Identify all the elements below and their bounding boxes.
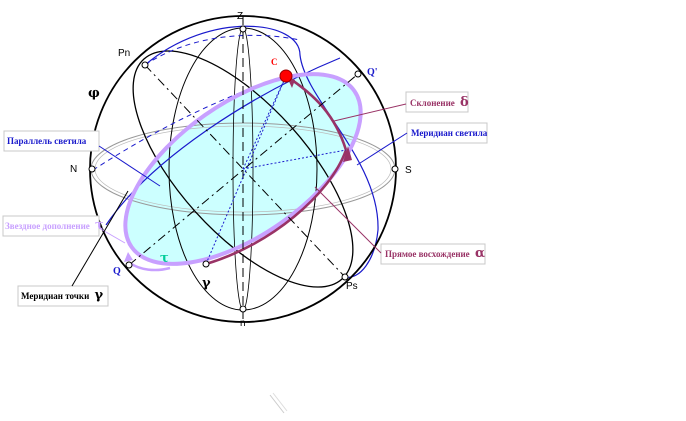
declination-label: Склонение δ bbox=[410, 95, 469, 110]
nadir-point bbox=[239, 305, 247, 313]
label-north: N bbox=[70, 164, 77, 175]
point-meridian-label: Меридиан точки γ bbox=[21, 288, 104, 303]
right-ascension-callout-box bbox=[380, 243, 486, 265]
pole-north-point bbox=[141, 61, 149, 69]
zenith-point bbox=[239, 25, 247, 33]
star-parallel-pointer bbox=[98, 145, 161, 187]
shaa-pointer bbox=[98, 227, 126, 244]
label-equator-right: Q' bbox=[367, 67, 378, 78]
star-meridian-arc bbox=[144, 25, 379, 278]
label-star: C bbox=[271, 57, 278, 67]
right-ascension-arc bbox=[205, 149, 348, 266]
hour-angle-arc bbox=[129, 261, 171, 272]
center-to-star-line bbox=[242, 75, 287, 170]
star-dot bbox=[279, 69, 293, 83]
declination-arrowhead bbox=[343, 146, 352, 162]
declination-arc bbox=[285, 74, 348, 151]
point-meridian-callout-box bbox=[17, 285, 109, 307]
declination-callout-box bbox=[405, 91, 469, 113]
center-to-meridian-line bbox=[242, 149, 347, 170]
equator-diameter bbox=[128, 73, 359, 266]
label-zenith: Z bbox=[237, 11, 243, 22]
right-ascension-pointer bbox=[314, 186, 382, 254]
label-pole-south: Ps bbox=[346, 281, 358, 292]
label-nadir: n bbox=[240, 318, 246, 329]
celestial-meridian-circle bbox=[132, 50, 354, 288]
label-pole-north: Pn bbox=[118, 48, 130, 59]
shaa-callout-box bbox=[2, 215, 100, 237]
label-gamma: γ bbox=[202, 276, 211, 291]
south-point bbox=[391, 165, 399, 173]
right-ascension-label: Прямое восхождение α bbox=[385, 246, 485, 261]
hour-angle-arrowhead bbox=[124, 252, 133, 262]
stray-mark-2 bbox=[272, 392, 288, 412]
label-hour-angle: τ bbox=[160, 251, 169, 266]
star-meridian-pointer bbox=[356, 132, 408, 166]
world-axis bbox=[144, 64, 346, 278]
star-parallel-callout-box bbox=[3, 130, 100, 152]
gamma-point bbox=[202, 260, 210, 268]
star-meridian-back-arc bbox=[144, 34, 301, 66]
stray-mark-1 bbox=[269, 394, 285, 414]
star-meridian-label: Меридиан светила bbox=[411, 128, 488, 138]
equator-right-point bbox=[354, 70, 362, 78]
celestial-equator-ring bbox=[123, 72, 363, 266]
label-south: S bbox=[405, 165, 412, 176]
shaa-label: Звездное дополнение τ bbox=[5, 218, 104, 233]
declination-pointer bbox=[333, 103, 407, 122]
equator-left-point bbox=[125, 261, 133, 269]
label-latitude: φ bbox=[88, 86, 100, 101]
north-point bbox=[88, 165, 96, 173]
star-parallel-label: Параллель светила bbox=[7, 136, 87, 146]
pole-south-point bbox=[341, 273, 349, 281]
label-equator-left: Q bbox=[113, 266, 121, 277]
point-meridian-pointer bbox=[71, 190, 129, 287]
